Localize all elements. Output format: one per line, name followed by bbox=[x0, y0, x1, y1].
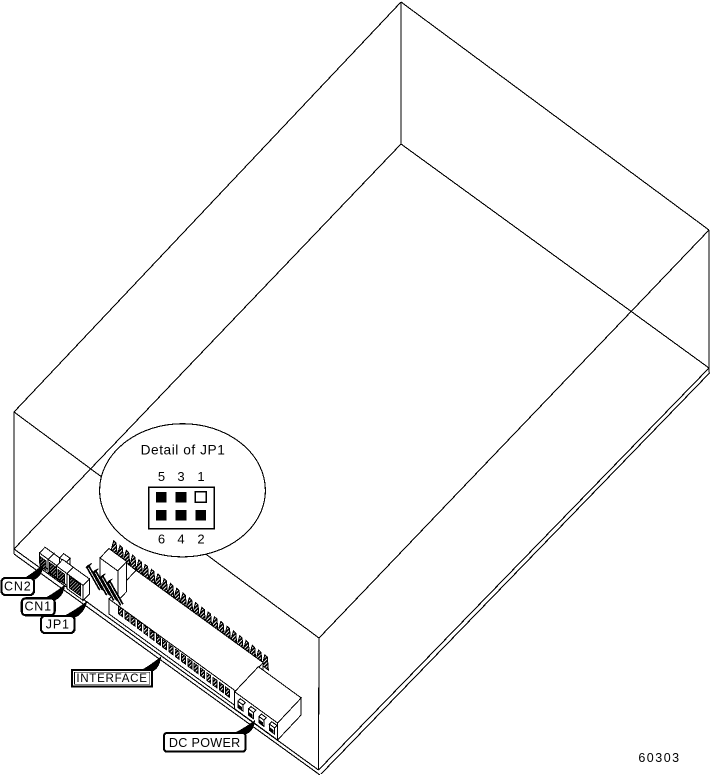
svg-text:5: 5 bbox=[158, 469, 165, 484]
svg-text:INTERFACE: INTERFACE bbox=[76, 672, 147, 685]
svg-text:2: 2 bbox=[197, 532, 204, 547]
svg-text:3: 3 bbox=[177, 469, 184, 484]
svg-text:CN2: CN2 bbox=[4, 579, 31, 593]
svg-text:1: 1 bbox=[197, 469, 204, 484]
svg-text:DC POWER: DC POWER bbox=[169, 736, 241, 750]
svg-text:6: 6 bbox=[158, 532, 165, 547]
svg-text:4: 4 bbox=[177, 532, 184, 547]
svg-text:60303: 60303 bbox=[638, 751, 680, 765]
svg-text:CN1: CN1 bbox=[24, 600, 51, 614]
svg-text:Detail of JP1: Detail of JP1 bbox=[141, 442, 226, 457]
svg-text:JP1: JP1 bbox=[46, 617, 70, 631]
